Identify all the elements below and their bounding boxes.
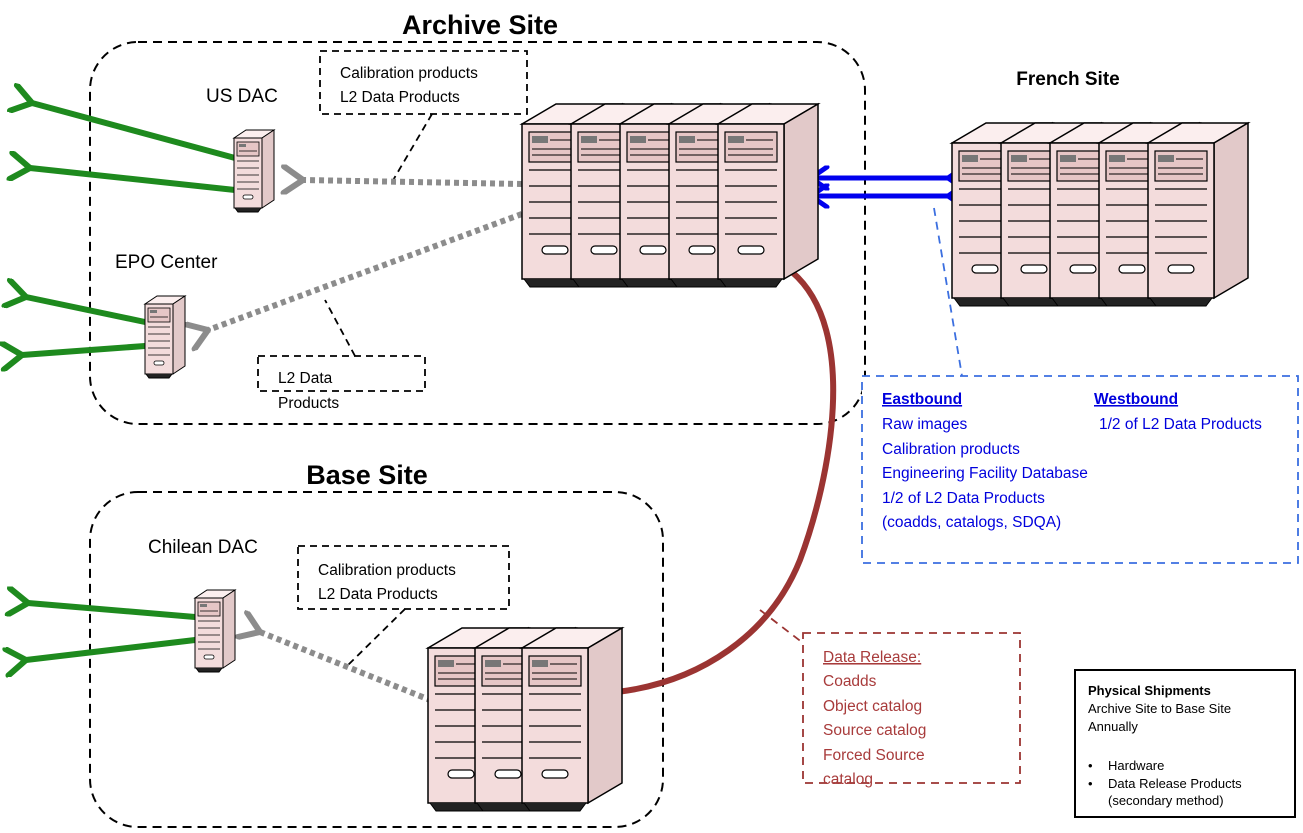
base-site-title: Base Site: [306, 460, 428, 490]
shipments-bullet-dot: •: [1088, 776, 1093, 791]
shipments-bullet: Hardware: [1108, 758, 1164, 773]
shipments-title: Physical Shipments: [1088, 683, 1211, 698]
french-transfer-box: [861, 375, 1299, 564]
data-release-item: Source catalog: [823, 722, 926, 739]
data-release-item: catalog: [823, 771, 873, 788]
green-arrow: [32, 103, 238, 161]
red-data-release-arrow: [617, 269, 837, 692]
epo-center-server-icon: [144, 295, 186, 379]
shipments-line1: Archive Site to Base Site: [1088, 701, 1231, 716]
shipments-bullet: Data Release Products: [1108, 776, 1242, 791]
us-dac-label: US DAC: [206, 86, 278, 107]
us-dac-callout-line1: Calibration products: [340, 65, 478, 82]
gray-dotted-arrow: [208, 211, 524, 330]
data-release-leader: [759, 609, 804, 644]
eastbound-item: Engineering Facility Database: [882, 465, 1088, 482]
green-arrow: [26, 637, 198, 660]
data-release-item: Coadds: [823, 673, 877, 690]
green-arrow: [28, 603, 198, 620]
epo-callout-line1: L2 Data: [278, 370, 333, 387]
us-dac-callout-line2: L2 Data Products: [340, 89, 460, 106]
archive-site-title: Archive Site: [402, 10, 558, 40]
data-release-box: [802, 632, 1021, 784]
epo-callout-line2: Products: [278, 395, 339, 412]
chilean-callout-line2: L2 Data Products: [318, 586, 438, 603]
base-server-cluster-icon: [427, 627, 623, 812]
base-site-boundary: [89, 491, 664, 828]
us-dac-callout-leader: [391, 113, 433, 183]
chilean-callout-line1: Calibration products: [318, 562, 456, 579]
french-server-cluster-icon: [951, 122, 1249, 307]
french-transfer-leader: [933, 207, 963, 377]
green-arrow: [26, 297, 148, 325]
eastbound-heading: Eastbound: [882, 391, 962, 408]
archive-site-boundary: [89, 41, 866, 425]
shipments-bullet-note: (secondary method): [1108, 793, 1224, 808]
french-site-title: French Site: [1016, 69, 1119, 90]
chilean-dac-callout-leader: [344, 608, 406, 669]
green-arrow: [30, 168, 238, 193]
green-arrow: [22, 346, 148, 355]
eastbound-item: Calibration products: [882, 441, 1020, 458]
epo-callout-leader: [324, 299, 356, 357]
chilean-dac-server-icon: [194, 589, 236, 673]
epo-callout-box: [257, 355, 426, 392]
data-release-item: Object catalog: [823, 698, 922, 715]
physical-shipments-box: [1074, 669, 1296, 818]
chilean-dac-label: Chilean DAC: [148, 537, 258, 558]
data-release-item: Forced Source: [823, 747, 925, 764]
shipments-line2: Annually: [1088, 719, 1138, 734]
epo-center-label: EPO Center: [115, 252, 218, 273]
westbound-item: 1/2 of L2 Data Products: [1099, 416, 1262, 433]
us-dac-callout-box: [319, 50, 528, 115]
us-dac-server-icon: [233, 129, 275, 213]
eastbound-item: (coadds, catalogs, SDQA): [882, 514, 1061, 531]
eastbound-item: Raw images: [882, 416, 968, 433]
archive-server-cluster-icon: [521, 103, 819, 288]
westbound-heading: Westbound: [1094, 391, 1178, 408]
gray-dotted-arrow: [260, 632, 442, 707]
eastbound-item: 1/2 of L2 Data Products: [882, 490, 1045, 507]
data-release-heading: Data Release:: [823, 649, 921, 666]
gray-dotted-arrow: [303, 180, 523, 184]
chilean-dac-callout-box: [297, 545, 510, 610]
shipments-bullet-dot: •: [1088, 758, 1093, 773]
